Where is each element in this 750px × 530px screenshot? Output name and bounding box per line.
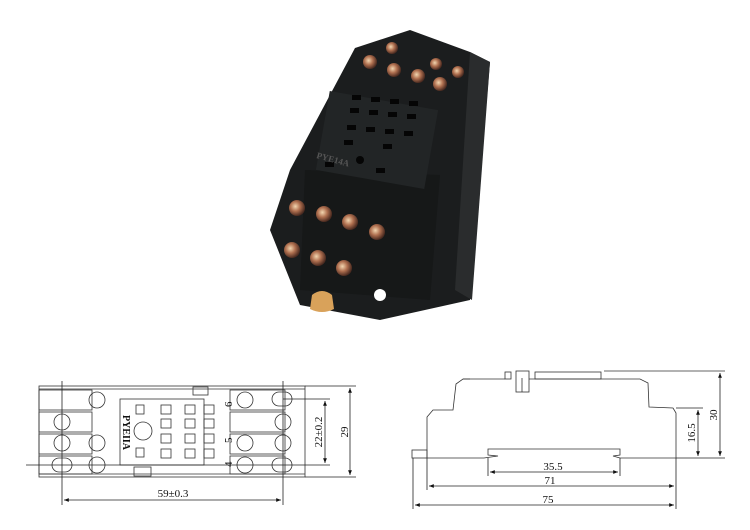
dim-base-label: 71 bbox=[545, 475, 556, 487]
dim-side-height-label: 30 bbox=[708, 409, 720, 421]
mounting-hole bbox=[374, 289, 386, 301]
din-clip bbox=[310, 291, 334, 312]
side-view-drawing: 35.5 71 75 30 16.5 bbox=[411, 370, 725, 509]
dim-overall-label: 75 bbox=[543, 494, 555, 506]
dim-pin-spacing-label: 22±0.2 bbox=[313, 417, 325, 448]
top-view-drawing: PYEIIA 6 5 4 59±0.3 22±0.2 29 bbox=[26, 381, 356, 505]
terminal-number-6: 6 bbox=[223, 401, 235, 407]
dim-rail-height-label: 16.5 bbox=[686, 423, 698, 443]
terminal-number-4: 4 bbox=[223, 461, 235, 467]
dim-rail-label: 35.5 bbox=[543, 461, 563, 473]
dim-width-label: 59±0.3 bbox=[158, 488, 189, 500]
terminal-number-5: 5 bbox=[223, 437, 235, 443]
terminal-screws-top bbox=[363, 42, 464, 91]
body-label: PYEIIA bbox=[120, 415, 131, 451]
relay-socket-photo: PYE14A bbox=[270, 30, 490, 320]
terminal-screws-bottom bbox=[284, 200, 385, 276]
dim-height-label: 29 bbox=[339, 426, 351, 438]
